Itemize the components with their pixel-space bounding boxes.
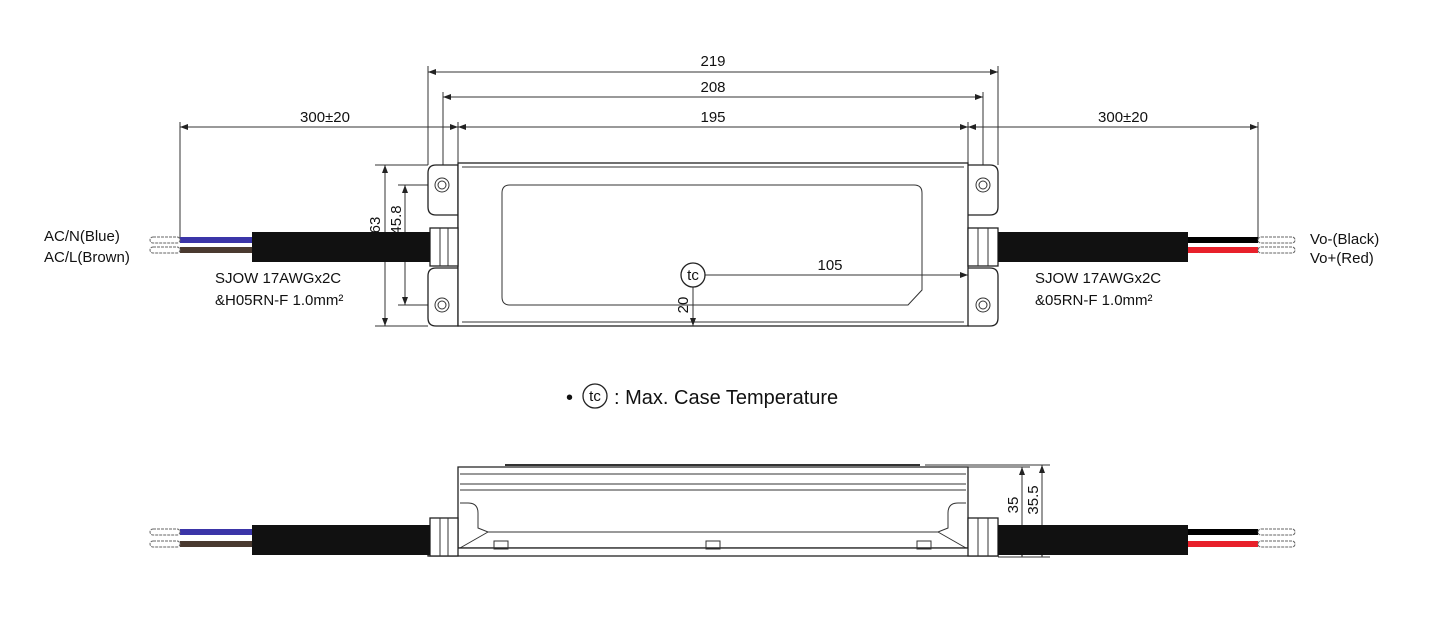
dim-20: 20 [675,297,692,314]
top-view: 219 208 195 300±20 300±20 63 45.8 [44,53,1379,327]
side-vents [493,540,932,550]
tc-point-icon [680,262,706,288]
output-cable-spec-1: SJOW 17AWGx2C [1035,270,1161,287]
dim-105: 105 [817,257,842,274]
case-body [457,162,969,327]
right-mounting-flange [968,164,999,327]
left-mounting-flange [427,164,459,327]
tc-dimension-lines [690,272,968,326]
side-view: 35 35.5 [149,464,1296,558]
legend-symbol: tc [589,388,601,405]
dim-63: 63 [367,217,384,234]
side-left-gland [429,517,459,557]
label-ac-l: AC/L(Brown) [44,249,130,266]
dim-195: 195 [700,109,725,126]
right-cable-gland [967,227,999,267]
input-cable [149,232,430,262]
output-cable [998,232,1296,262]
side-output-cable [998,525,1296,555]
input-cable-spec-2: &H05RN-F 1.0mm² [215,292,343,309]
side-input-cable [149,525,430,555]
side-right-gland [967,517,999,557]
legend: • tc : Max. Case Temperature [566,383,838,409]
label-vo-neg: Vo-(Black) [1310,231,1379,248]
legend-text: : Max. Case Temperature [614,387,838,409]
dim-219: 219 [700,53,725,70]
dim-35: 35 [1005,497,1022,514]
input-cable-spec-1: SJOW 17AWGx2C [215,270,341,287]
left-cable-gland [429,227,459,267]
label-ac-n: AC/N(Blue) [44,228,120,245]
label-vo-pos: Vo+(Red) [1310,250,1374,267]
tc-point-label: tc [687,267,699,284]
side-case-body [457,466,969,549]
dim-45-8: 45.8 [388,205,405,234]
dim-output-cable: 300±20 [1098,109,1148,126]
label-window [501,184,923,306]
dim-35-5: 35.5 [1025,485,1042,514]
tc-legend-icon [582,383,608,409]
mounting-holes [434,177,991,313]
dim-input-cable: 300±20 [300,109,350,126]
output-cable-spec-2: &05RN-F 1.0mm² [1035,292,1153,309]
dim-208: 208 [700,79,725,96]
legend-bullet: • [566,387,573,409]
